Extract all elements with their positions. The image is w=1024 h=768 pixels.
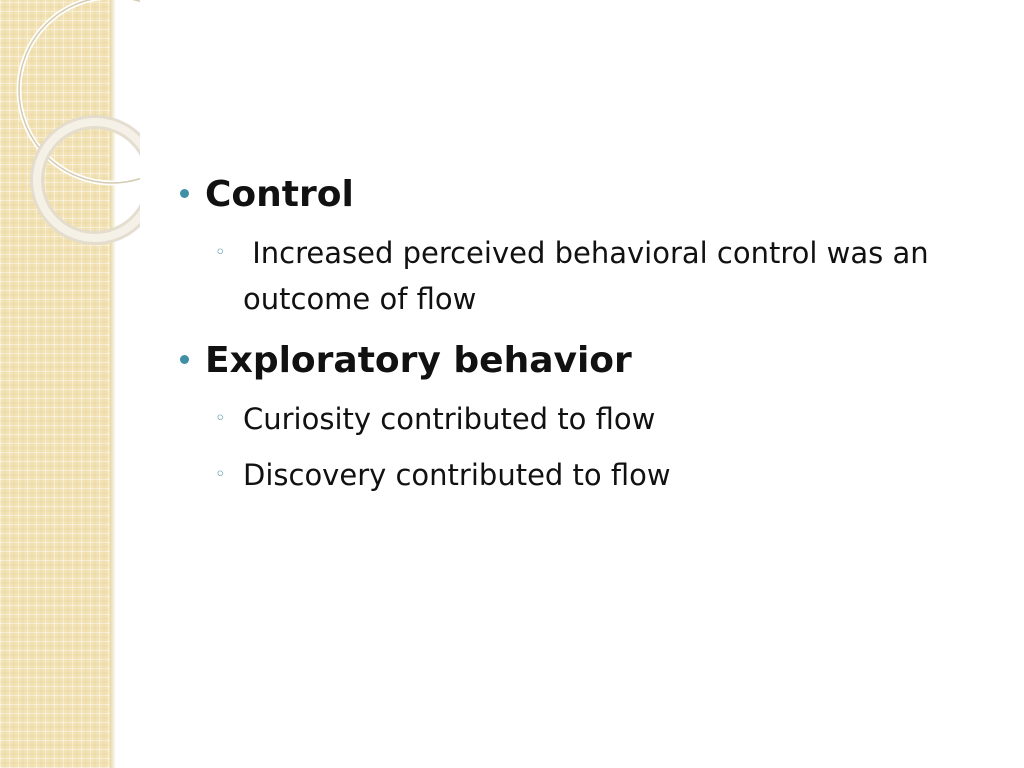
bullet-row: Exploratory behavior [180, 336, 980, 386]
decorative-rings-icon [16, 0, 140, 245]
hollow-circle-bullet-icon: ◦ [215, 242, 226, 263]
bullet-list: Control ◦ Increased perceived behavioral… [180, 170, 980, 512]
sub-bullet-list: ◦ Increased perceived behavioral control… [215, 230, 980, 322]
bullet-item-control: Control ◦ Increased perceived behavioral… [180, 170, 980, 322]
filled-circle-bullet-icon [180, 355, 189, 364]
sub-bullet-item: ◦ Increased perceived behavioral control… [215, 230, 980, 322]
bullet-row: Control [180, 170, 980, 220]
sub-bullet-item: ◦ Discovery contributed to flow [215, 452, 980, 498]
bullet-heading: Control [205, 174, 354, 215]
sub-bullet-text: Curiosity contributed to flow [243, 402, 656, 436]
filled-circle-bullet-icon [180, 189, 189, 198]
sub-bullet-text: Increased perceived behavioral control w… [243, 236, 938, 316]
sub-bullet-text: Discovery contributed to flow [243, 458, 671, 492]
sub-bullet-item: ◦ Curiosity contributed to flow [215, 396, 980, 442]
bullet-item-exploratory-behavior: Exploratory behavior ◦ Curiosity contrib… [180, 336, 980, 498]
bullet-heading: Exploratory behavior [205, 340, 632, 381]
hollow-circle-bullet-icon: ◦ [215, 408, 226, 429]
side-panel-edge [110, 0, 116, 768]
sub-bullet-list: ◦ Curiosity contributed to flow ◦ Discov… [215, 396, 980, 498]
hollow-circle-bullet-icon: ◦ [215, 464, 226, 485]
